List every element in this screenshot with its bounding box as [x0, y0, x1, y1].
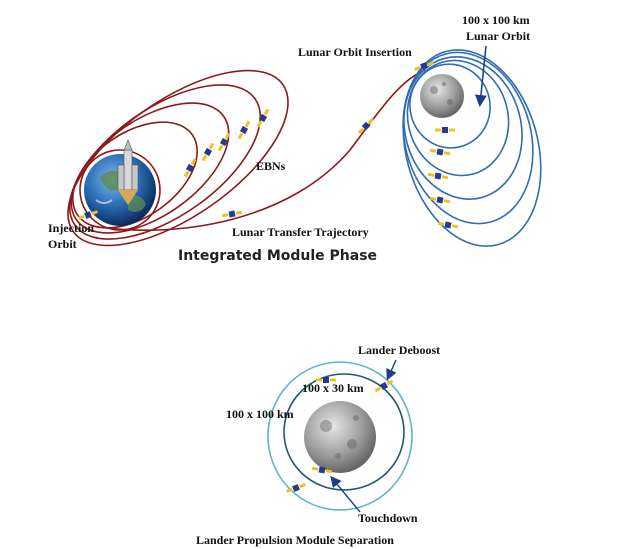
label-loi: Lunar Orbit Insertion	[298, 45, 412, 59]
lunar-orbit-4	[402, 51, 534, 225]
spacecraft-icon	[216, 131, 232, 153]
label-injection-line1: Injection	[48, 221, 94, 235]
lunar-bound-orbits	[402, 49, 542, 247]
spacecraft-icon	[356, 116, 376, 136]
rocket-icon	[117, 139, 139, 205]
label-orbit-100x100: 100 x 100 km	[226, 407, 294, 421]
spacecraft-icon	[236, 119, 252, 141]
arrow-icon	[474, 45, 487, 107]
orbit-100x30-ellipse	[283, 373, 405, 491]
moon-icon	[420, 74, 464, 118]
orbit-100x100-circle	[267, 361, 413, 511]
spacecraft-icon	[200, 141, 216, 163]
earth-orbit-2	[72, 121, 198, 229]
spacecraft-icon	[437, 220, 459, 230]
lunar-orbit-3	[403, 56, 523, 200]
moon-icon	[304, 401, 376, 473]
label-ebns: EBNs	[256, 159, 286, 173]
lunar-transfer-trajectory	[91, 69, 426, 231]
arrow-icon	[386, 359, 397, 381]
label-lunar-orbit-line2: Lunar Orbit	[466, 29, 530, 43]
lunar-orbit-1	[409, 63, 491, 149]
lunar-orbit-5	[402, 49, 542, 247]
spacecraft-icon	[429, 147, 451, 157]
spacecraft-icon	[255, 107, 271, 129]
label-lunar-transfer: Lunar Transfer Trajectory	[232, 225, 369, 239]
label-injection-line2: Orbit	[48, 237, 77, 251]
arrow-icon	[330, 475, 361, 513]
spacecraft-icon	[435, 127, 455, 133]
label-deboost: Lander Deboost	[358, 343, 440, 357]
spacecraft-icon	[429, 195, 451, 205]
lunar-orbit-2	[406, 59, 510, 177]
label-orbit-100x30: 100 x 30 km	[302, 381, 364, 395]
label-separation: Lander Propulsion Module Separation	[196, 533, 394, 547]
earth-orbit-5	[67, 69, 289, 247]
earth-bound-orbits	[67, 69, 289, 247]
phase-title: Integrated Module Phase	[178, 248, 377, 264]
label-touchdown: Touchdown	[358, 511, 418, 525]
label-lunar-orbit-line1: 100 x 100 km	[462, 13, 530, 27]
spacecraft-icon	[373, 378, 395, 394]
